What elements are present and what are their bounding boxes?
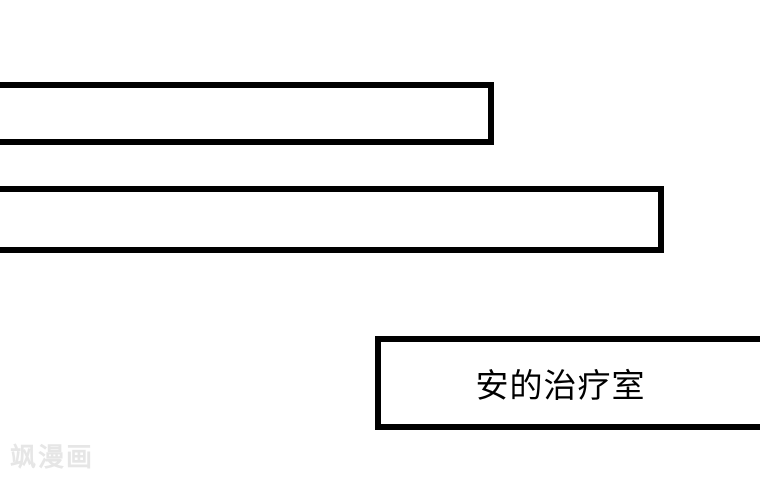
empty-speech-frame-middle (0, 186, 664, 253)
empty-speech-frame-top (0, 82, 494, 145)
watermark-logo: 飒漫画 (10, 443, 95, 473)
caption-text: 安的治疗室 (475, 366, 646, 405)
caption-box: 安的治疗室 (375, 336, 760, 430)
